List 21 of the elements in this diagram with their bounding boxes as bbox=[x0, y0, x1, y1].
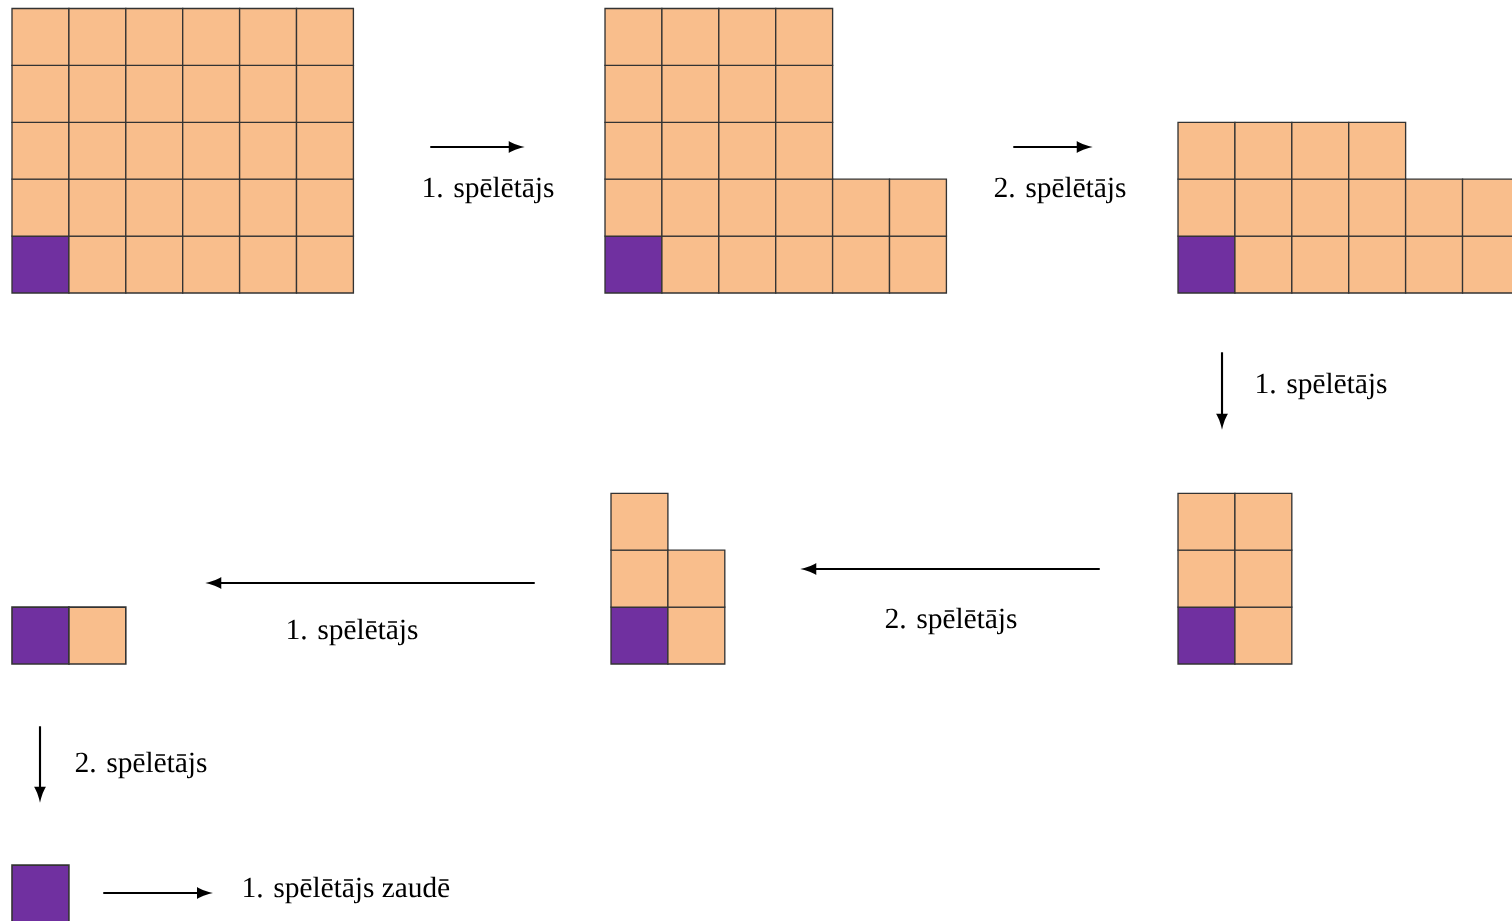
arrow bbox=[103, 887, 210, 899]
arrow bbox=[430, 141, 522, 153]
edge-label: 1. spēlētājs bbox=[424, 176, 554, 204]
arrow bbox=[34, 726, 46, 800]
arrow bbox=[1013, 141, 1090, 153]
chocolate-bar-drawing bbox=[1177, 492, 1293, 665]
edge-label: 1. spēlētājs bbox=[1257, 372, 1387, 400]
arrow bbox=[803, 563, 1100, 575]
chocolate-bar-drawing bbox=[604, 7, 948, 294]
edge-label: 2. spēlētājs bbox=[75, 751, 207, 779]
chocolate-bar-drawing bbox=[11, 606, 127, 665]
edge-label: 1. spēlētājs bbox=[288, 618, 418, 646]
edge-label: 2. spēlētājs bbox=[994, 176, 1126, 204]
edge-label: 2. spēlētājs bbox=[885, 607, 1017, 635]
chocolate-bar-drawing bbox=[610, 492, 726, 665]
chocolate-bar-drawing bbox=[11, 7, 355, 294]
arrow bbox=[1216, 352, 1228, 427]
result-text: 1. spēlētājs zaudē bbox=[244, 876, 450, 904]
chocolate-bar-drawing bbox=[1177, 121, 1512, 294]
chocolate-bar-drawing bbox=[11, 864, 70, 921]
arrow bbox=[208, 577, 535, 589]
